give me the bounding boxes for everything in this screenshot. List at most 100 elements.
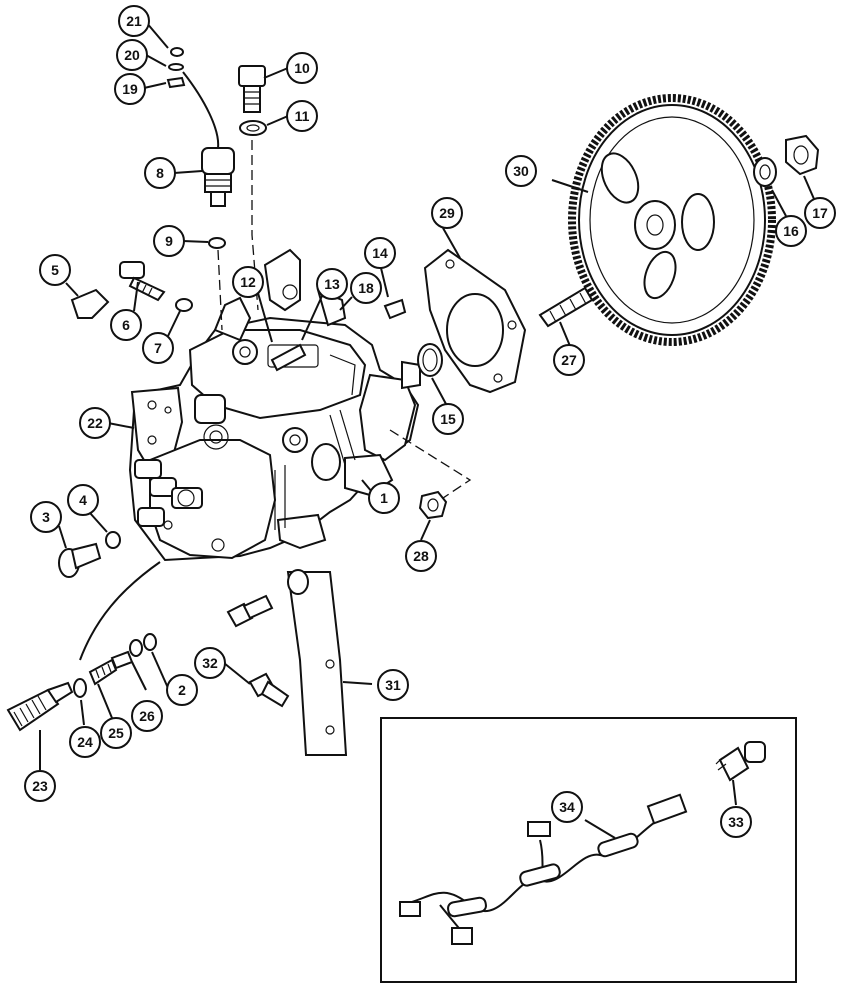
lock-plate bbox=[70, 288, 110, 319]
callout-13: 13 bbox=[316, 268, 348, 300]
callout-26: 26 bbox=[131, 700, 163, 732]
callout-15: 15 bbox=[432, 403, 464, 435]
stop-solenoid bbox=[201, 147, 235, 207]
callout-circle bbox=[431, 197, 463, 229]
callout-number: 5 bbox=[51, 262, 59, 278]
connector-lower bbox=[451, 927, 473, 945]
callout-7: 7 bbox=[142, 332, 174, 364]
o-ring-small bbox=[208, 237, 226, 249]
callout-10: 10 bbox=[286, 52, 318, 84]
drain-plug bbox=[58, 542, 102, 578]
callout-20: 20 bbox=[116, 39, 148, 71]
callout-circle bbox=[116, 39, 148, 71]
connector-right bbox=[646, 793, 688, 825]
callout-number: 7 bbox=[154, 340, 162, 356]
woodruff-key bbox=[383, 298, 407, 320]
callout-number: 16 bbox=[783, 223, 799, 239]
callout-circle bbox=[286, 100, 318, 132]
callout-number: 9 bbox=[165, 233, 173, 249]
callout-5: 5 bbox=[39, 254, 71, 286]
callout-3: 3 bbox=[30, 501, 62, 533]
adjusting-screw bbox=[119, 261, 166, 302]
callout-number: 20 bbox=[124, 47, 140, 63]
lock-washer bbox=[753, 157, 777, 187]
callout-circle bbox=[39, 254, 71, 286]
callout-29: 29 bbox=[431, 197, 463, 229]
callout-circle bbox=[118, 5, 150, 37]
callout-number: 14 bbox=[372, 245, 388, 261]
plug-washer bbox=[105, 531, 121, 549]
callout-number: 3 bbox=[42, 509, 50, 525]
callout-2: 2 bbox=[166, 674, 198, 706]
callout-circle bbox=[368, 482, 400, 514]
callout-circle bbox=[364, 237, 396, 269]
callout-circle bbox=[142, 332, 174, 364]
callout-circle bbox=[79, 407, 111, 439]
sealing-washer bbox=[239, 120, 267, 136]
callout-number: 13 bbox=[324, 276, 340, 292]
connector-curve bbox=[79, 561, 161, 661]
callout-circle bbox=[775, 215, 807, 247]
leader-lines bbox=[39, 21, 815, 839]
callout-number: 2 bbox=[178, 682, 186, 698]
throttle-shaft-stud bbox=[270, 343, 307, 372]
callout-circle bbox=[30, 501, 62, 533]
harness-sleeves bbox=[447, 832, 639, 918]
pump-drive-gear bbox=[568, 94, 776, 346]
callout-number: 34 bbox=[559, 799, 575, 815]
callout-number: 26 bbox=[139, 708, 155, 724]
callout-number: 1 bbox=[380, 490, 388, 506]
callout-circle bbox=[377, 669, 409, 701]
banjo-bolt bbox=[238, 65, 266, 113]
callout-number: 4 bbox=[79, 492, 87, 508]
callout-circle bbox=[316, 268, 348, 300]
callout-number: 29 bbox=[439, 205, 455, 221]
callout-11: 11 bbox=[286, 100, 318, 132]
callout-number: 17 bbox=[812, 205, 828, 221]
connector-top bbox=[527, 821, 551, 837]
connector-left bbox=[399, 901, 421, 917]
alignment-lines bbox=[217, 140, 472, 501]
callout-32: 32 bbox=[194, 647, 226, 679]
callout-circle bbox=[350, 272, 382, 304]
callout-circle bbox=[232, 266, 264, 298]
callout-circle bbox=[131, 700, 163, 732]
callout-number: 33 bbox=[728, 814, 744, 830]
callout-circle bbox=[551, 791, 583, 823]
callout-number: 15 bbox=[440, 411, 456, 427]
callout-number: 18 bbox=[358, 280, 374, 296]
callout-circle bbox=[286, 52, 318, 84]
terminal-nut-stack bbox=[166, 47, 186, 89]
wiring-harness-inset bbox=[380, 717, 797, 983]
inset-frame bbox=[380, 717, 797, 983]
callout-circle bbox=[720, 806, 752, 838]
mounting-gasket bbox=[423, 248, 527, 394]
temperature-sender bbox=[715, 741, 766, 782]
callout-30: 30 bbox=[505, 155, 537, 187]
callout-number: 6 bbox=[122, 317, 130, 333]
callout-circle bbox=[432, 403, 464, 435]
callout-circle bbox=[110, 309, 142, 341]
gear-nut bbox=[785, 134, 820, 176]
callout-circle bbox=[194, 647, 226, 679]
callout-23: 23 bbox=[24, 770, 56, 802]
callout-circle bbox=[804, 197, 836, 229]
callout-circle bbox=[67, 484, 99, 516]
plunger-assembly bbox=[6, 633, 157, 732]
callout-24: 24 bbox=[69, 726, 101, 758]
callout-circle bbox=[505, 155, 537, 187]
callout-number: 32 bbox=[202, 655, 218, 671]
callout-number: 23 bbox=[32, 778, 48, 794]
gear-stud bbox=[538, 286, 594, 328]
callout-number: 22 bbox=[87, 415, 103, 431]
solenoid-wire bbox=[182, 71, 220, 149]
callout-33: 33 bbox=[720, 806, 752, 838]
callout-number: 27 bbox=[561, 352, 577, 368]
callout-number: 25 bbox=[108, 725, 124, 741]
callout-circle bbox=[166, 674, 198, 706]
callout-18: 18 bbox=[350, 272, 382, 304]
callouts: 1 2 3 4 5 6 7 8 9 10 11 12 13 14 15 16 1… bbox=[24, 5, 836, 838]
bracket-bolt-lower bbox=[248, 672, 290, 708]
callout-circle bbox=[153, 225, 185, 257]
